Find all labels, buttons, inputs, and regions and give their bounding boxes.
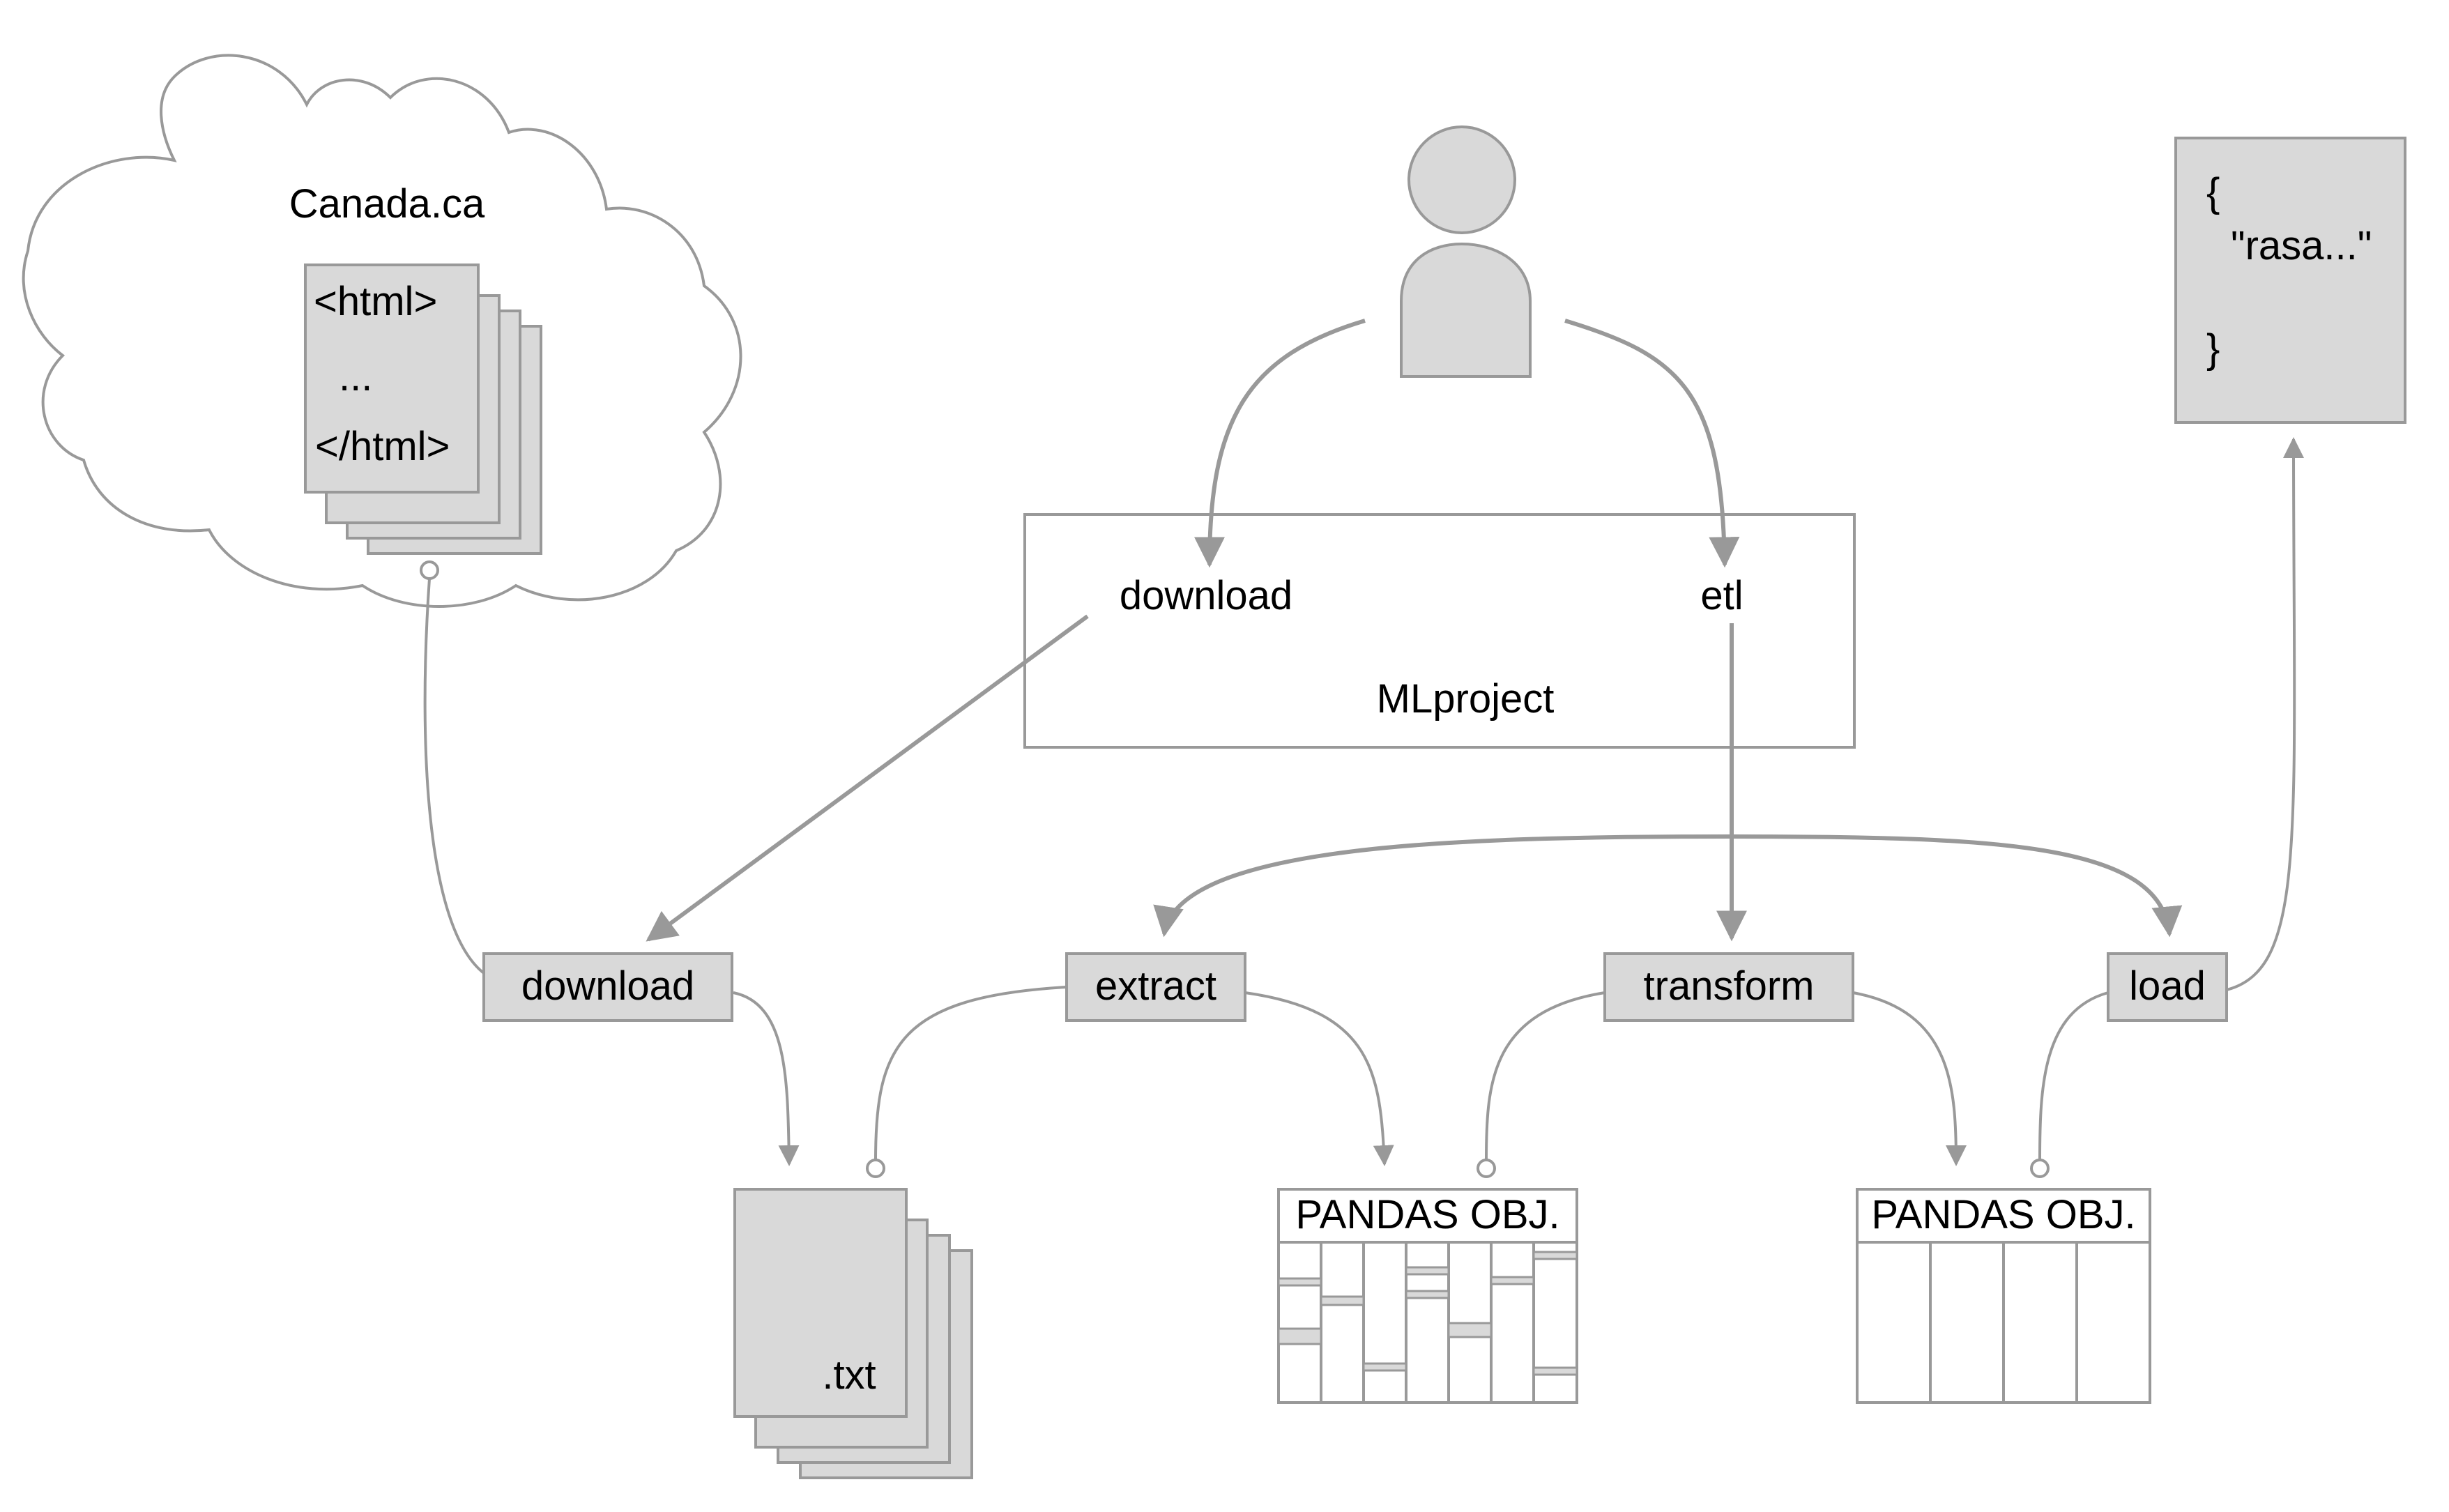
json-content: "rasa..."	[2231, 223, 2372, 268]
user-icon	[1400, 125, 1532, 378]
mlproject-etl-command: etl	[1700, 573, 1743, 618]
step-download-label: download	[521, 963, 694, 1009]
pandas-object-extracted: PANDAS OBJ.	[1277, 1188, 1578, 1404]
mlproject-title: MLproject	[1377, 676, 1555, 721]
link-load-to-pandas2	[2038, 991, 2109, 1161]
mlproject-download-command: download	[1120, 573, 1292, 618]
arrow-download-step-to-txt	[733, 991, 800, 1166]
link-cloud-to-download-step	[423, 578, 485, 975]
step-load: load	[2107, 952, 2228, 1022]
html-open-tag: <html>	[314, 279, 437, 324]
step-transform-label: transform	[1644, 963, 1815, 1009]
pandas-object-transformed-title: PANDAS OBJ.	[1871, 1192, 2135, 1237]
arrow-user-to-etl-cmd	[1564, 319, 1740, 568]
json-open-brace: {	[2206, 170, 2220, 215]
step-load-label: load	[2129, 963, 2206, 1009]
txt-document-stack: .txt	[733, 1188, 973, 1479]
connectors	[423, 319, 2305, 1166]
step-download: download	[482, 952, 733, 1022]
json-close-brace: }	[2206, 326, 2220, 372]
step-transform: transform	[1603, 952, 1854, 1022]
arrow-extract-to-pandas1	[1244, 991, 1394, 1166]
html-close-tag: </html>	[315, 424, 450, 469]
arrow-transform-to-pandas2	[1852, 991, 1967, 1166]
arrow-etl-to-extract	[1153, 834, 1732, 938]
json-document: { "rasa..." }	[2174, 137, 2406, 424]
arrow-load-to-json	[2226, 437, 2305, 991]
link-extract-to-txt	[874, 986, 1067, 1161]
pandas-object-transformed: PANDAS OBJ.	[1856, 1188, 2151, 1404]
arrow-user-to-download-cmd	[1194, 319, 1366, 568]
pandas-object-extracted-title: PANDAS OBJ.	[1295, 1192, 1559, 1237]
step-extract-label: extract	[1095, 963, 1216, 1009]
txt-label: .txt	[822, 1352, 876, 1398]
arrow-download-cmd-to-step	[646, 614, 1089, 942]
connector-endpoints	[420, 560, 2050, 1178]
html-document-stack: <html> ... </html>	[304, 264, 542, 555]
link-transform-to-pandas1	[1485, 991, 1605, 1161]
step-extract: extract	[1065, 952, 1246, 1022]
arrow-etl-to-load	[1731, 834, 2183, 938]
cloud-title: Canada.ca	[289, 181, 485, 227]
html-ellipsis: ...	[339, 354, 372, 399]
cloud-canada: Canada.ca <html> ... </html>	[22, 54, 742, 608]
